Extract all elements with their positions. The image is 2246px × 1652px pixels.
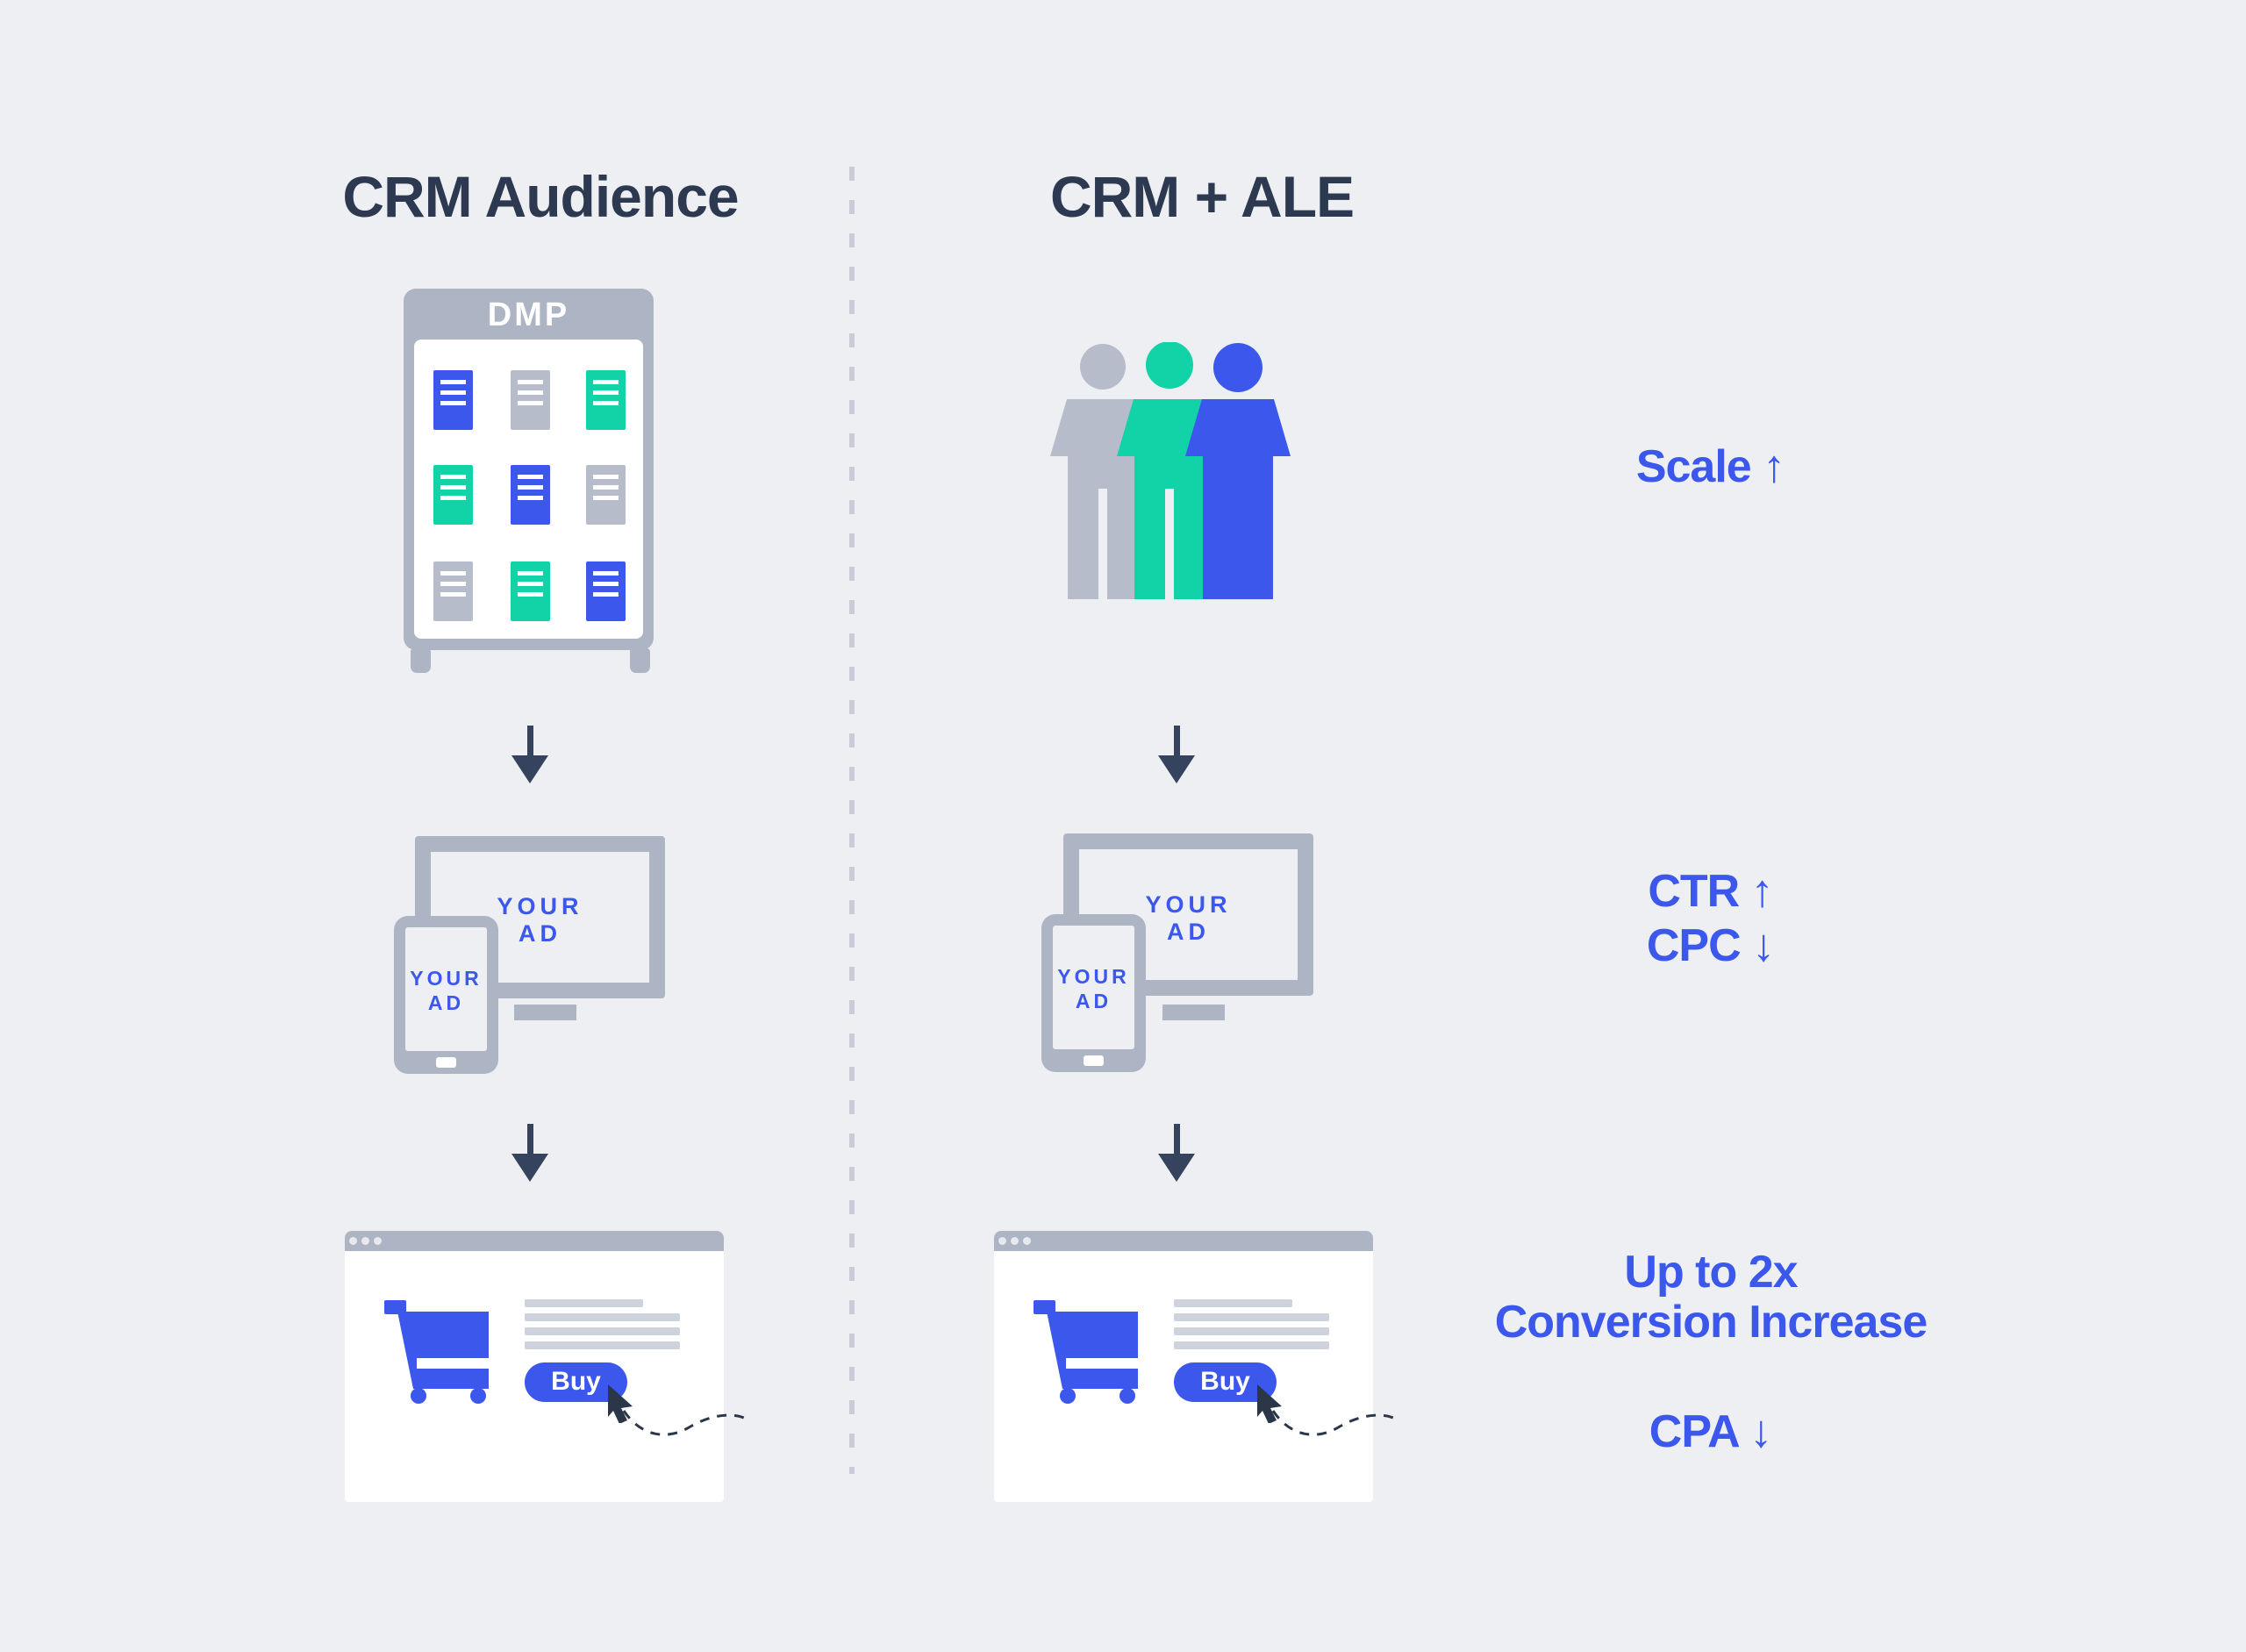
dashed-click-path xyxy=(1271,1410,1394,1436)
dmp-cabinet-icon: DMP xyxy=(404,289,654,673)
monitor-stand xyxy=(1162,1005,1225,1020)
dmp-document-grid xyxy=(414,340,643,639)
down-arrow-glyph: ↓ xyxy=(1749,1406,1773,1457)
document-icon-blue xyxy=(433,370,473,430)
cabinet-foot xyxy=(411,648,431,673)
dashed-click-path xyxy=(622,1410,745,1436)
phone-home-button xyxy=(436,1057,456,1068)
browser-title-bar xyxy=(345,1231,724,1251)
text-placeholder-line xyxy=(525,1299,643,1307)
person-blue xyxy=(1185,343,1291,599)
metric-ctr-cpc: CTR ↑ CPC ↓ xyxy=(1448,864,1974,973)
document-icon-blue xyxy=(511,465,550,525)
down-arrow-icon xyxy=(511,726,548,783)
document-icon-blue xyxy=(586,561,626,621)
right-column-title: CRM + ALE xyxy=(1049,164,1355,229)
down-arrow-icon xyxy=(1158,1124,1195,1182)
down-arrow-icon xyxy=(1158,726,1195,783)
up-arrow-glyph: ↑ xyxy=(1750,866,1774,917)
window-dot-icon xyxy=(361,1237,369,1245)
window-dot-icon xyxy=(1011,1237,1019,1245)
left-column-title: CRM Audience xyxy=(342,164,739,229)
window-dot-icon xyxy=(374,1237,382,1245)
text-placeholder-line xyxy=(525,1327,680,1335)
browser-content: Buy xyxy=(994,1251,1394,1502)
document-icon-gray xyxy=(511,370,550,430)
cabinet-foot xyxy=(630,648,650,673)
text-placeholder-line xyxy=(1174,1341,1329,1349)
text-placeholder-line xyxy=(1174,1313,1329,1321)
browser-content: Buy xyxy=(345,1251,745,1502)
document-icon-green xyxy=(511,561,550,621)
metric-cpa: CPA ↓ xyxy=(1649,1406,1773,1457)
document-icon-green xyxy=(433,465,473,525)
text-placeholder-line xyxy=(1174,1327,1329,1335)
browser-window: Buy xyxy=(994,1231,1394,1502)
dashed-divider xyxy=(849,167,855,1474)
metric-conversion: Up to 2x Conversion Increase xyxy=(1494,1247,1928,1348)
cursor-icon xyxy=(1257,1384,1282,1423)
window-dot-icon xyxy=(1023,1237,1031,1245)
text-placeholder-line xyxy=(525,1313,680,1321)
dmp-label: DMP xyxy=(487,297,570,333)
text-placeholder-line xyxy=(525,1341,680,1349)
window-dot-icon xyxy=(998,1237,1006,1245)
document-icon-gray xyxy=(586,465,626,525)
metric-cpc: CPC ↓ xyxy=(1646,920,1776,971)
buy-button: Buy xyxy=(525,1362,627,1402)
metric-ctr: CTR ↑ xyxy=(1648,866,1774,917)
shopping-cart-icon xyxy=(1034,1300,1138,1404)
window-dot-icon xyxy=(349,1237,357,1245)
cursor-icon xyxy=(608,1384,633,1423)
down-arrow-icon xyxy=(511,1124,548,1182)
monitor-stand xyxy=(514,1005,576,1020)
up-arrow-glyph: ↑ xyxy=(1763,441,1786,492)
document-icon-green xyxy=(586,370,626,430)
shopping-cart-icon xyxy=(384,1300,489,1404)
audience-people-icon xyxy=(1050,342,1291,599)
browser-window: Buy xyxy=(345,1231,745,1502)
document-icon-gray xyxy=(433,561,473,621)
text-placeholder-line xyxy=(1174,1299,1292,1307)
phone-home-button xyxy=(1084,1055,1104,1066)
down-arrow-glyph: ↓ xyxy=(1752,920,1776,971)
browser-title-bar xyxy=(994,1231,1373,1251)
metric-scale: Scale ↑ xyxy=(1635,441,1786,492)
